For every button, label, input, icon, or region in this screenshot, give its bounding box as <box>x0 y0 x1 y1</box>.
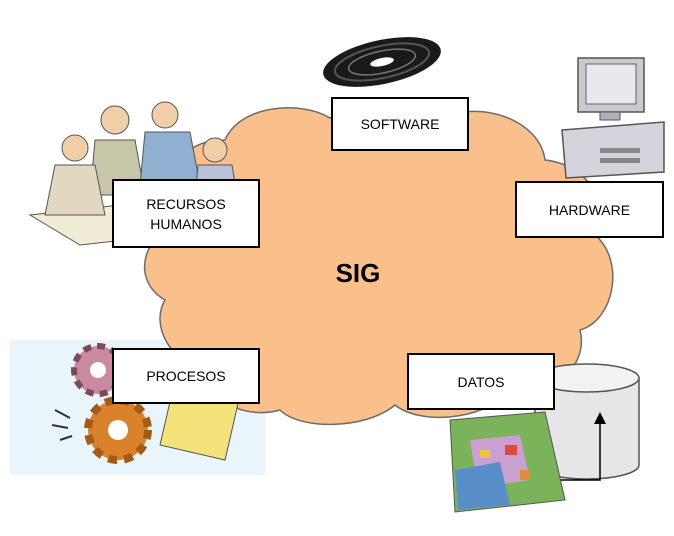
software-box: SOFTWARE <box>331 97 469 151</box>
recursos-label-line1: RECURSOS <box>146 195 226 212</box>
hardware-label: HARDWARE <box>548 201 631 218</box>
recursos-humanos-box: RECURSOS HUMANOS <box>112 179 260 248</box>
cd-disc-icon <box>323 37 441 87</box>
center-title: SIG <box>335 258 381 288</box>
datos-label: DATOS <box>457 373 505 390</box>
procesos-box: PROCESOS <box>112 348 260 404</box>
recursos-label-line2: HUMANOS <box>150 215 222 232</box>
database-cylinder-icon <box>534 363 640 481</box>
procesos-label: PROCESOS <box>146 368 226 384</box>
map-thumbnail-icon <box>449 411 566 513</box>
computer-icon <box>561 57 665 179</box>
hardware-box: HARDWARE <box>515 181 664 238</box>
software-label: SOFTWARE <box>360 116 440 132</box>
datos-box: DATOS <box>407 353 555 410</box>
